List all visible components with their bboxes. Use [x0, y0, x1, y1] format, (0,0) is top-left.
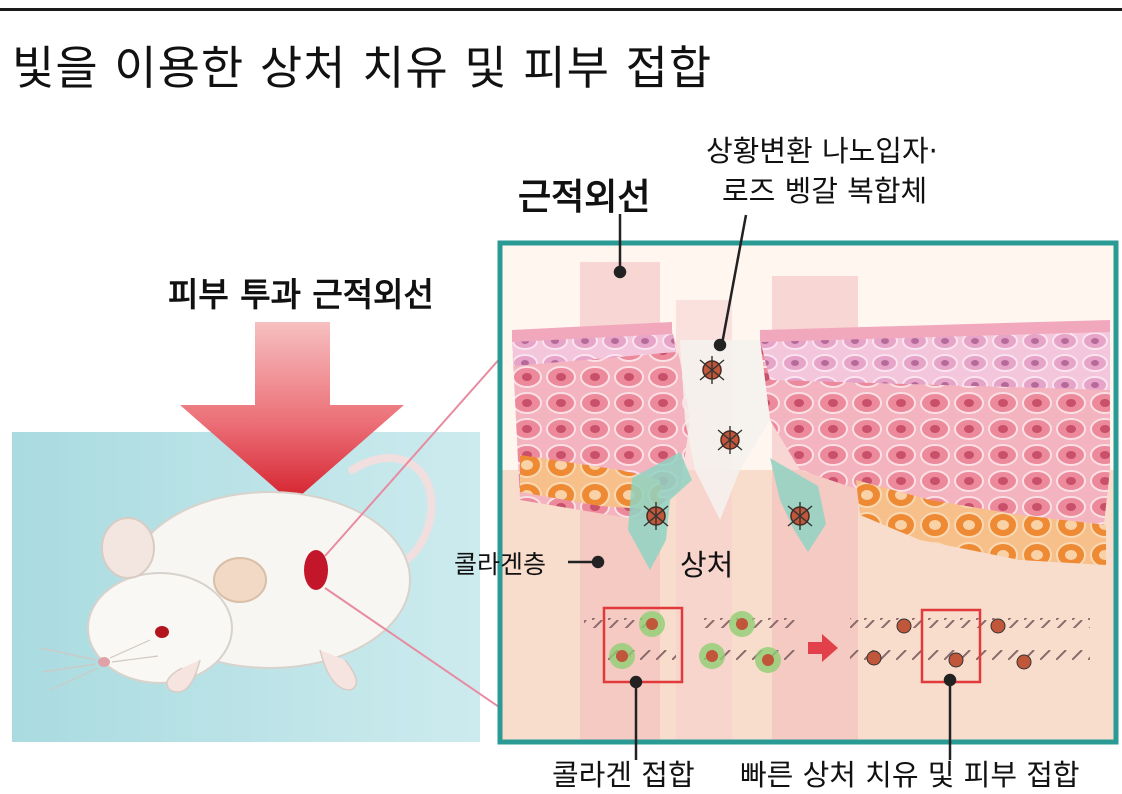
mouse-scene — [12, 322, 518, 742]
wound-spot — [304, 550, 328, 590]
label-nanoparticle-line2: 로즈 벵갈 복합체 — [722, 168, 927, 210]
label-rapid-healing: 빠른 상처 치유 및 피부 접합 — [740, 752, 1080, 794]
skin-section — [500, 243, 1116, 742]
label-collagen-layer: 콜라겐층 — [454, 545, 546, 581]
label-skin-penetrating-nir: 피부 투과 근적외선 — [168, 268, 434, 316]
label-nir: 근적외선 — [518, 168, 650, 220]
label-nanoparticle-line1: 상황변환 나노입자· — [706, 128, 938, 170]
label-collagen-bonding: 콜라겐 접합 — [552, 752, 695, 794]
label-wound: 상처 — [680, 542, 733, 584]
